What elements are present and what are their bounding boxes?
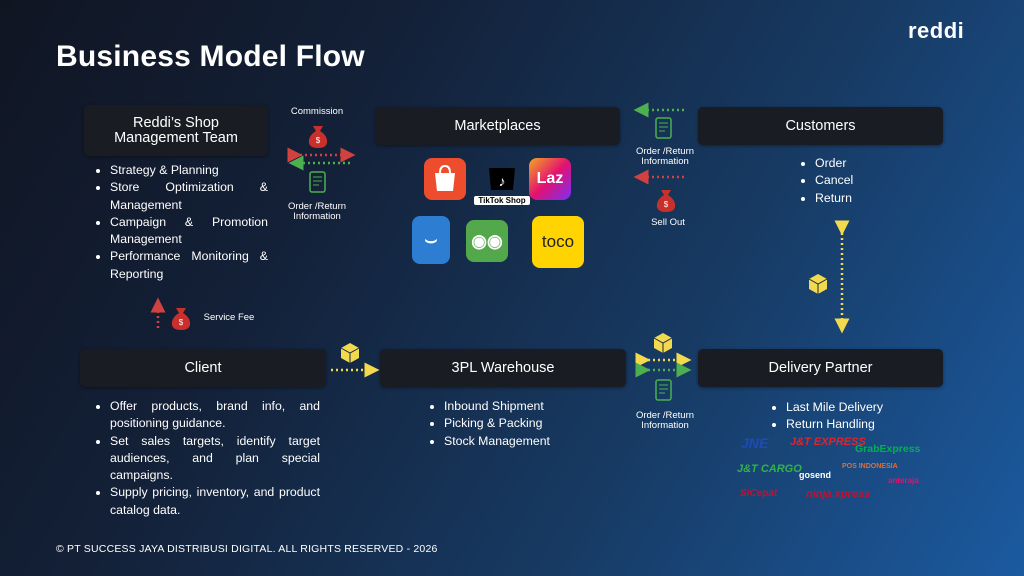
- list-item: Inbound Shipment: [444, 398, 624, 415]
- svg-text:$: $: [316, 136, 321, 145]
- marketplaces-box: Marketplaces: [375, 107, 620, 145]
- list-item: Performance Monitoring & Reporting: [110, 248, 268, 283]
- money-bag-icon: $: [656, 190, 676, 212]
- money-bag-icon: $: [308, 126, 328, 148]
- shopee-bag-icon: [435, 165, 455, 191]
- list-item: Return: [815, 190, 935, 207]
- svg-text:♪: ♪: [499, 173, 506, 189]
- list-item: Return Handling: [786, 416, 946, 433]
- reddi-logo: reddi: [908, 18, 965, 43]
- package-icon: [808, 274, 828, 294]
- package-icon: [653, 333, 673, 353]
- order-return-label: Order /Return Information: [635, 146, 695, 167]
- customers-label: Customers: [785, 117, 856, 134]
- delivery-partner-box: Delivery Partner: [698, 349, 943, 387]
- order-return-label: Order /Return Information: [635, 410, 695, 431]
- lazada-logo: Laz: [529, 158, 571, 200]
- money-bag-icon: $: [171, 308, 191, 330]
- shop-team-label: Reddi’s Shop Management Team: [114, 114, 238, 146]
- shop-team-box: Reddi’s Shop Management Team: [84, 105, 268, 156]
- list-item: Supply pricing, inventory, and product c…: [110, 484, 320, 519]
- ninja-xpress-logo: ninja xpress: [806, 488, 871, 500]
- list-item: Picking & Packing: [444, 415, 624, 432]
- client-list: Offer products, brand info, and position…: [92, 398, 320, 519]
- blibli-logo: ⌣: [412, 216, 450, 264]
- list-item: Last Mile Delivery: [786, 399, 946, 416]
- order-return-label: Order /Return Information: [287, 201, 347, 222]
- svg-text:$: $: [179, 318, 184, 327]
- page-title: Business Model Flow: [56, 40, 365, 73]
- sicepat-logo: SiCepat: [740, 488, 778, 499]
- warehouse-list: Inbound Shipment Picking & Packing Stock…: [426, 398, 624, 450]
- tokopedia-logo: ◉◉: [466, 220, 508, 262]
- copyright-footer: © PT SUCCESS JAYA DISTRIBUSI DIGITAL. AL…: [56, 543, 438, 555]
- shop-team-list: Strategy & Planning Store Optimization &…: [92, 162, 268, 283]
- client-label: Client: [184, 359, 222, 376]
- warehouse-label: 3PL Warehouse: [451, 359, 555, 376]
- customers-box: Customers: [698, 107, 943, 145]
- svg-text:$: $: [664, 200, 669, 209]
- document-icon: [309, 171, 326, 193]
- tiktok-shop-logo: ♪: [480, 156, 524, 194]
- list-item: Order: [815, 155, 935, 172]
- package-icon: [340, 343, 360, 363]
- delivery-list: Last Mile Delivery Return Handling: [768, 399, 946, 434]
- document-icon: [655, 379, 672, 401]
- toco-logo: toco: [532, 216, 584, 268]
- tiktok-shop-label: TikTok Shop: [474, 196, 530, 205]
- grab-express-logo: GrabExpress: [855, 443, 921, 455]
- marketplaces-label: Marketplaces: [454, 117, 541, 134]
- warehouse-box: 3PL Warehouse: [380, 349, 626, 387]
- commission-label: Commission: [290, 106, 344, 117]
- gosend-logo: gosend: [799, 470, 832, 480]
- jne-logo: JNE: [741, 435, 769, 451]
- delivery-partner-label: Delivery Partner: [768, 359, 873, 376]
- list-item: Cancel: [815, 172, 935, 189]
- tiktok-bag-icon: ♪: [489, 168, 515, 190]
- list-item: Store Optimization & Management: [110, 179, 268, 214]
- pos-indonesia-logo: POS INDONESIA: [842, 463, 898, 470]
- client-box: Client: [80, 349, 326, 387]
- anteraja-logo: anteraja: [888, 476, 919, 485]
- document-icon: [655, 117, 672, 139]
- list-item: Campaign & Promotion Management: [110, 214, 268, 249]
- list-item: Strategy & Planning: [110, 162, 268, 179]
- list-item: Stock Management: [444, 433, 624, 450]
- jt-express-logo: J&T EXPRESS: [790, 436, 866, 448]
- service-fee-label: Service Fee: [203, 312, 255, 323]
- sell-out-label: Sell Out: [651, 217, 685, 228]
- customer-list: Order Cancel Return: [797, 155, 935, 207]
- list-item: Offer products, brand info, and position…: [110, 398, 320, 433]
- jt-cargo-logo: J&T CARGO: [737, 463, 802, 475]
- shopee-logo: [424, 158, 466, 200]
- list-item: Set sales targets, identify target audie…: [110, 433, 320, 485]
